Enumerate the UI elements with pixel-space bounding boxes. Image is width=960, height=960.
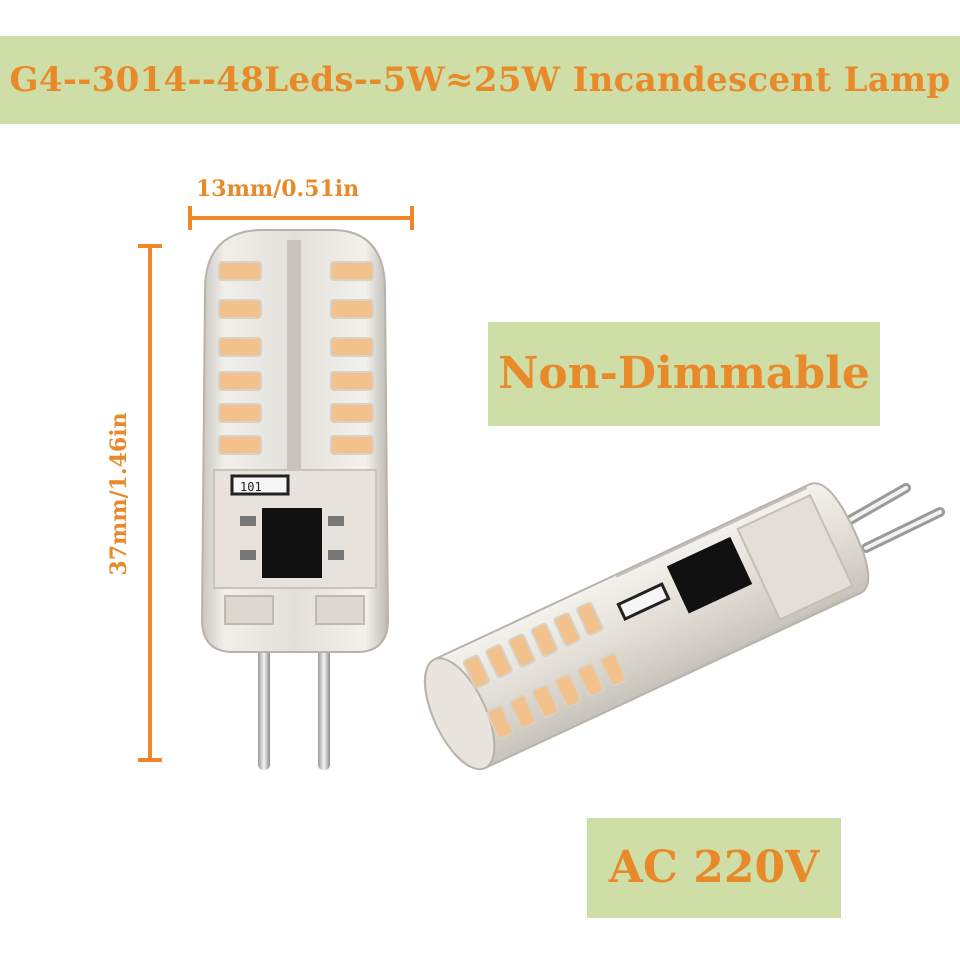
bulb-front-view: 101 <box>200 229 390 770</box>
title-banner: G4--3014--48Leds--5W≈25W Incandescent La… <box>0 36 960 124</box>
width-dimension-label: 13mm/0.51in <box>196 176 360 202</box>
width-dimension-line <box>188 206 414 230</box>
non-dimmable-badge: Non-Dimmable <box>488 322 880 426</box>
product-title: G4--3014--48Leds--5W≈25W Incandescent La… <box>9 60 951 100</box>
bulb-side-view <box>423 482 945 771</box>
resistor-marking: 101 <box>240 480 262 494</box>
height-dimension-line <box>138 244 162 762</box>
height-dimension-label: 37mm/1.46in <box>106 412 132 576</box>
voltage-badge: AC 220V <box>587 818 841 918</box>
